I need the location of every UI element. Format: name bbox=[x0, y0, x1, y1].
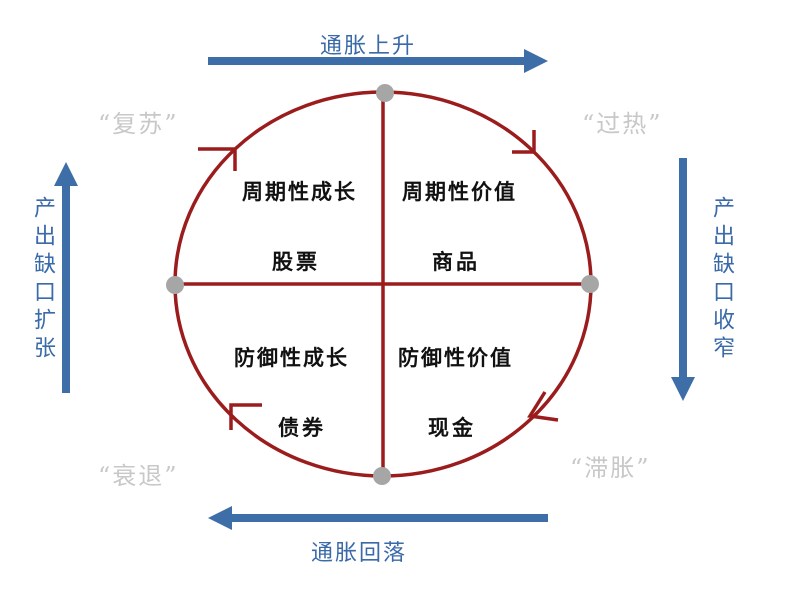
label-output-gap-narrowing: 产出缺口收窄 bbox=[709, 196, 734, 364]
quadrant-bottom-right-asset: 现金 bbox=[428, 416, 476, 440]
direction-marker-top-left bbox=[198, 147, 237, 171]
quadrant-top-right-asset: 商品 bbox=[432, 250, 480, 274]
phase-recovery: “复苏” bbox=[98, 110, 179, 138]
node-left bbox=[166, 276, 184, 294]
direction-marker-bottom-left bbox=[229, 403, 262, 430]
direction-marker-top-right bbox=[512, 130, 536, 154]
label-output-gap-expanding: 产出缺口扩张 bbox=[30, 196, 55, 364]
direction-marker-bottom-right bbox=[527, 391, 559, 422]
arrow-output-gap-expanding bbox=[54, 162, 78, 393]
quadrant-bottom-left-style: 防御性成长 bbox=[234, 346, 349, 370]
quadrant-bottom-left-asset: 债券 bbox=[278, 416, 326, 440]
phase-recession: “衰退” bbox=[98, 462, 179, 490]
arrow-output-gap-narrowing bbox=[671, 158, 695, 401]
arrow-inflation-rising bbox=[208, 49, 548, 73]
quadrant-top-left-asset: 股票 bbox=[272, 250, 320, 274]
node-bottom bbox=[373, 467, 391, 485]
phase-stagflation: “滞胀” bbox=[570, 454, 651, 482]
label-inflation-falling: 通胀回落 bbox=[311, 541, 408, 566]
phase-overheat: “过热” bbox=[582, 110, 663, 138]
quadrant-top-right-style: 周期性价值 bbox=[402, 180, 517, 204]
quadrant-top-left-style: 周期性成长 bbox=[242, 180, 357, 204]
label-inflation-rising: 通胀上升 bbox=[320, 34, 417, 59]
arrow-inflation-falling bbox=[208, 506, 548, 530]
node-right bbox=[581, 275, 599, 293]
node-top bbox=[376, 84, 394, 102]
quadrant-bottom-right-style: 防御性价值 bbox=[398, 346, 513, 370]
